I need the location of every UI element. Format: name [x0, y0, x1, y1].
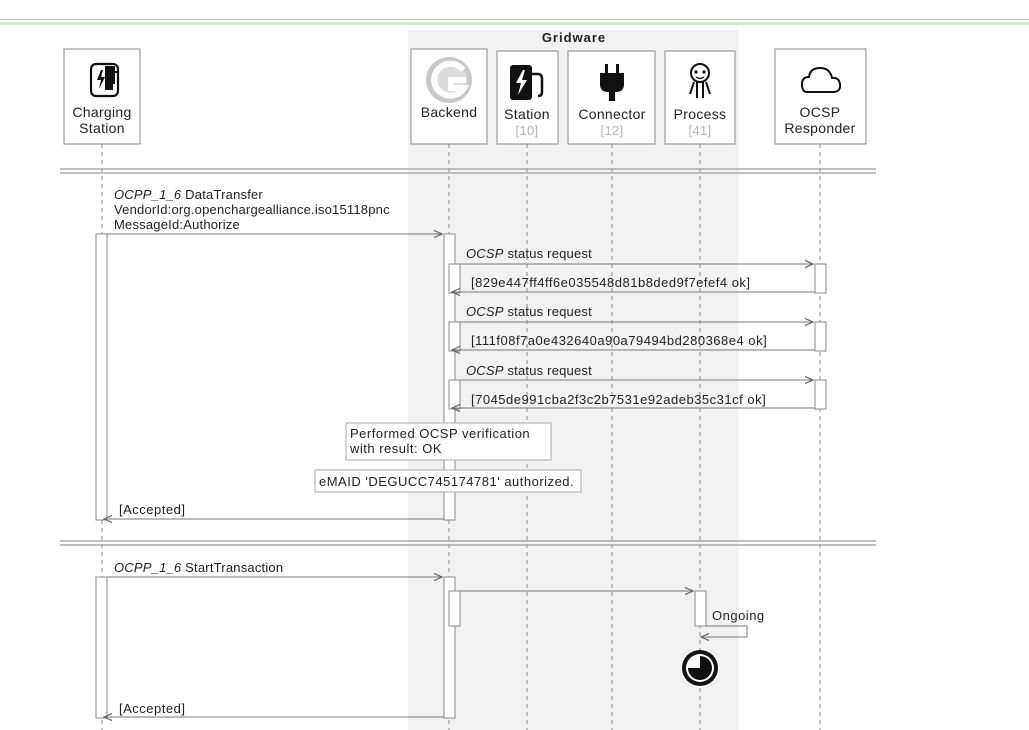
fuel-charger-icon: [89, 62, 120, 98]
participant-index: [12]: [601, 123, 624, 138]
participant-label: Process: [674, 106, 727, 122]
svg-text:eMAID 'DEGUCC745174781' author: eMAID 'DEGUCC745174781' authorized.: [319, 474, 574, 489]
section-divider: [60, 540, 876, 546]
participant-backend[interactable]: Backend: [410, 48, 488, 145]
activation-bar: [448, 379, 461, 410]
activation-bar: [443, 576, 456, 719]
activation-bar: [814, 379, 827, 410]
message-ongoing: Ongoing: [712, 608, 765, 623]
activation-bar: [448, 321, 461, 352]
clock-icon: [682, 650, 718, 686]
process-icon: [689, 63, 711, 98]
activation-bar: [443, 233, 456, 521]
message-ocsp-response: [829e447ff4ff6e035548d81b8ded9f7efef4 ok…: [471, 275, 751, 290]
message-datatransfer: OCPP_1_6 DataTransfer: [114, 187, 263, 202]
participant-label-line1: OCSP: [800, 104, 841, 120]
group-title: Gridware: [542, 30, 606, 45]
activation-bar: [694, 590, 707, 627]
message-starttransaction: OCPP_1_6 StartTransaction: [114, 560, 283, 575]
activation-bar: [448, 590, 461, 627]
message-accepted: [Accepted]: [119, 502, 185, 517]
cloud-icon: [800, 66, 842, 93]
activation-bar: [95, 233, 108, 521]
message-accepted: [Accepted]: [119, 701, 185, 716]
participant-index: [10]: [516, 123, 539, 138]
participant-label: Backend: [421, 104, 478, 120]
participant-label: Station: [504, 106, 550, 122]
message-ocsp-response: [7045de991cba2f3c2b7531e92adeb35c31cf ok…: [471, 392, 766, 407]
participant-process[interactable]: Process [41]: [664, 50, 736, 145]
activation-bar: [95, 576, 108, 719]
activation-bar: [814, 321, 827, 352]
message-ocsp-request: OCSP status request: [466, 304, 592, 319]
message-messageid: MessageId:Authorize: [114, 217, 240, 232]
svg-text:with result: OK: with result: OK: [349, 441, 442, 456]
svg-text:Performed OCSP verification: Performed OCSP verification: [350, 426, 530, 441]
participant-label-line2: Responder: [784, 120, 855, 136]
participant-label-line2: Station: [79, 120, 125, 136]
participant-ocsp-responder[interactable]: OCSP Responder: [774, 48, 867, 145]
participant-label-line1: Charging: [72, 104, 131, 120]
arrow-ongoing-self: [701, 625, 748, 637]
message-vendorid: VendorId:org.openchargealliance.iso15118…: [114, 202, 390, 217]
activation-bar: [448, 263, 461, 294]
note-emaid-authorized: eMAID 'DEGUCC745174781' authorized.: [314, 469, 582, 493]
participant-index: [41]: [689, 123, 712, 138]
section-divider: [60, 168, 876, 174]
activation-bar: [814, 263, 827, 294]
gridware-logo-icon: [426, 57, 472, 103]
participant-station[interactable]: Station [10]: [496, 50, 559, 145]
charging-station-icon: [510, 65, 544, 100]
message-ocsp-request: OCSP status request: [466, 363, 592, 378]
participant-connector[interactable]: Connector [12]: [567, 50, 656, 145]
top-bar: [0, 0, 1029, 25]
plug-icon: [600, 64, 624, 101]
note-ocsp-verification: Performed OCSP verification with result:…: [345, 422, 552, 461]
participant-label: Connector: [578, 106, 645, 122]
message-ocsp-request: OCSP status request: [466, 246, 592, 261]
message-ocsp-response: [111f08f7a0e432640a90a79494bd280368e4 ok…: [471, 333, 767, 348]
participant-charging-station[interactable]: Charging Station: [63, 48, 141, 145]
